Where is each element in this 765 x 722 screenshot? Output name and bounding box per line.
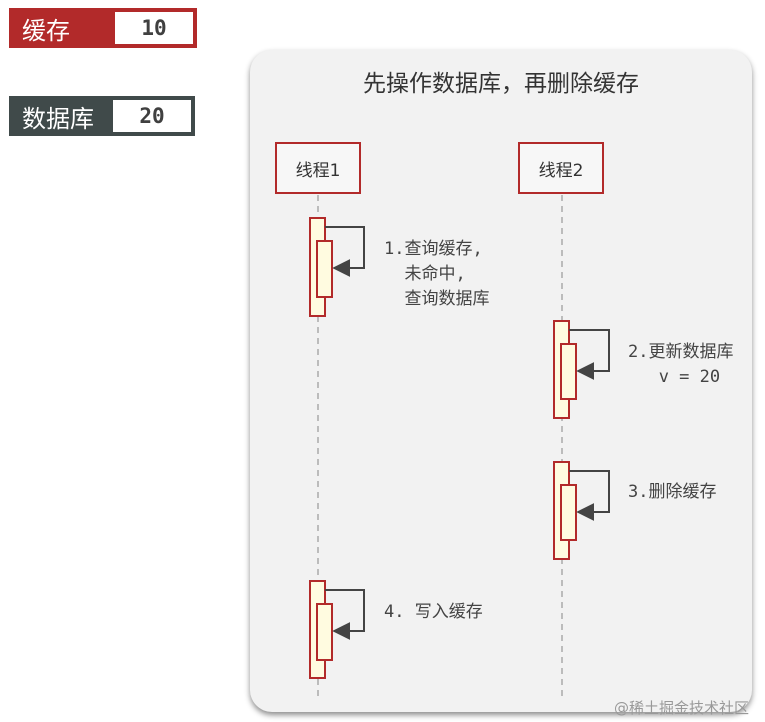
step-3-note: 3.删除缓存 — [628, 480, 716, 505]
step-3-line-1: 3.删除缓存 — [628, 482, 717, 502]
db-label: 数据库 — [22, 104, 94, 133]
activation-step-1 — [309, 217, 365, 317]
cache-badge: 缓存 10 — [9, 8, 197, 48]
db-badge: 数据库 20 — [9, 96, 195, 136]
step-1-line-2: 未命中, — [384, 264, 466, 284]
step-4-line-1: 4. 写入缓存 — [384, 602, 483, 622]
diagram-title: 先操作数据库，再删除缓存 — [363, 71, 639, 97]
step-1-line-3: 查询数据库 — [384, 289, 490, 309]
actor-thread-2: 线程2 — [518, 142, 604, 194]
watermark: @稀土掘金技术社区 — [614, 699, 750, 717]
db-value: 20 — [113, 100, 191, 132]
activation-step-3 — [553, 461, 610, 560]
activation-step-4 — [309, 580, 365, 679]
step-4-note: 4. 写入缓存 — [384, 600, 483, 625]
activation-step-2 — [553, 320, 610, 419]
actor-thread-1: 线程1 — [275, 142, 361, 194]
step-1-note: 1.查询缓存, 未命中, 查询数据库 — [384, 237, 489, 312]
step-2-note: 2.更新数据库 v = 20 — [628, 340, 733, 390]
cache-label: 缓存 — [22, 16, 70, 45]
step-2-line-2: v = 20 — [628, 367, 721, 387]
cache-value: 10 — [115, 12, 193, 44]
step-2-line-1: 2.更新数据库 — [628, 342, 734, 362]
step-1-line-1: 1.查询缓存, — [384, 239, 483, 259]
